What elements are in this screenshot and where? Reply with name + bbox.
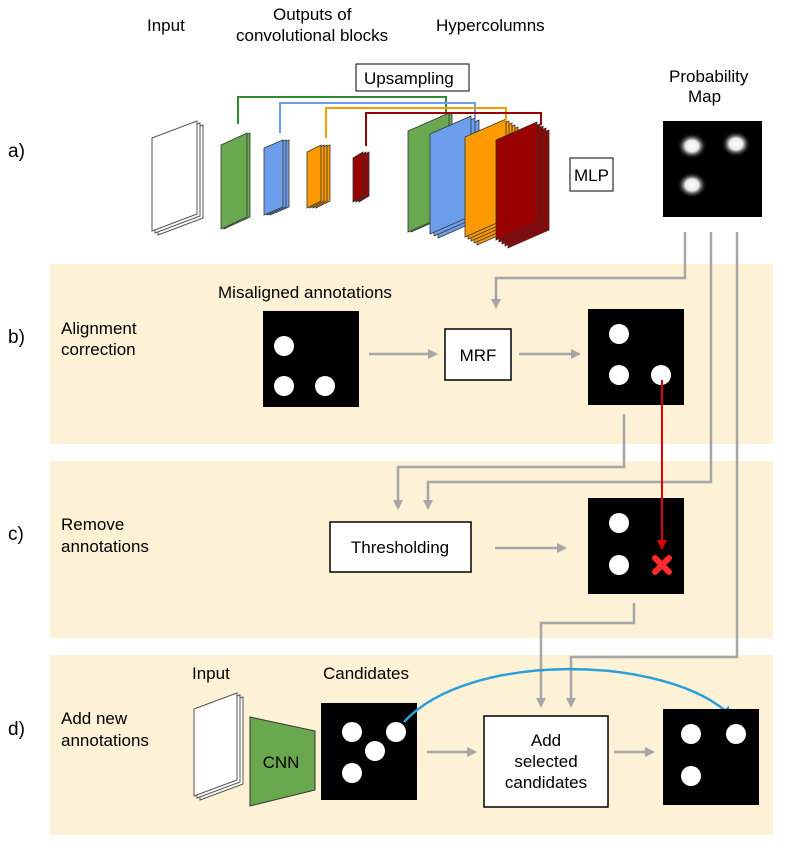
prob-map-label-line2: Map — [688, 87, 721, 106]
upsampling-label: Upsampling — [364, 69, 454, 88]
alignment-title-line1: Alignment — [61, 319, 137, 338]
row-c-letter: c) — [8, 524, 24, 545]
thresholding-box — [329, 521, 472, 573]
cnn-block — [249, 716, 316, 807]
input-label: Input — [147, 16, 185, 35]
add-label-line1: Add — [531, 731, 561, 750]
removed-annotations-map — [588, 498, 684, 594]
add-title-line2: annotations — [61, 731, 149, 750]
conv-block-blue — [263, 139, 290, 216]
remove-title-line1: Remove — [61, 515, 124, 534]
mrf-label: MRF — [460, 346, 497, 365]
b-to-c-line — [393, 414, 626, 510]
final-annotations-map — [663, 709, 759, 805]
input-image-stack — [151, 120, 204, 236]
mlp-box — [569, 157, 614, 192]
d-input-image-stack — [193, 692, 244, 801]
row-a-letter: a) — [8, 141, 25, 162]
candidates-map — [321, 703, 417, 800]
hypercolumn-red — [495, 121, 550, 249]
hypercolumns-label: Hypercolumns — [436, 16, 545, 35]
row-b-letter: b) — [8, 327, 25, 348]
add-candidates-box — [483, 715, 609, 808]
cnn-label: CNN — [263, 753, 300, 772]
remove-title-line2: annotations — [61, 537, 149, 556]
upsampling-box — [355, 63, 470, 92]
blue-select-arrow — [403, 667, 733, 723]
misaligned-label: Misaligned annotations — [218, 283, 392, 302]
aligned-annotations-map — [588, 309, 684, 405]
conv-block-red — [352, 151, 370, 203]
outputs-label-line2: convolutional blocks — [236, 26, 388, 45]
conv-block-green — [220, 132, 251, 230]
add-label-line2: selected — [514, 752, 577, 771]
outputs-label-line1: Outputs of — [273, 5, 352, 24]
candidates-label: Candidates — [323, 664, 409, 683]
misaligned-annotations-map — [263, 311, 359, 407]
d-input-label: Input — [192, 664, 230, 683]
prob-map-label-line1: Probability — [669, 67, 749, 86]
thresholding-label: Thresholding — [351, 538, 449, 557]
remove-x-icon — [652, 555, 672, 575]
upsampling-connectors — [237, 96, 542, 146]
row-d-letter: d) — [8, 719, 25, 740]
mrf-box — [444, 328, 512, 381]
probability-map — [663, 121, 762, 217]
conv-block-orange — [306, 144, 331, 209]
add-title-line1: Add new — [61, 709, 128, 728]
add-label-line3: candidates — [505, 773, 587, 792]
c-to-d-line — [536, 603, 636, 708]
mlp-label: MLP — [574, 166, 609, 185]
alignment-title-line2: correction — [61, 340, 136, 359]
prob-map-feed-lines — [423, 232, 739, 708]
